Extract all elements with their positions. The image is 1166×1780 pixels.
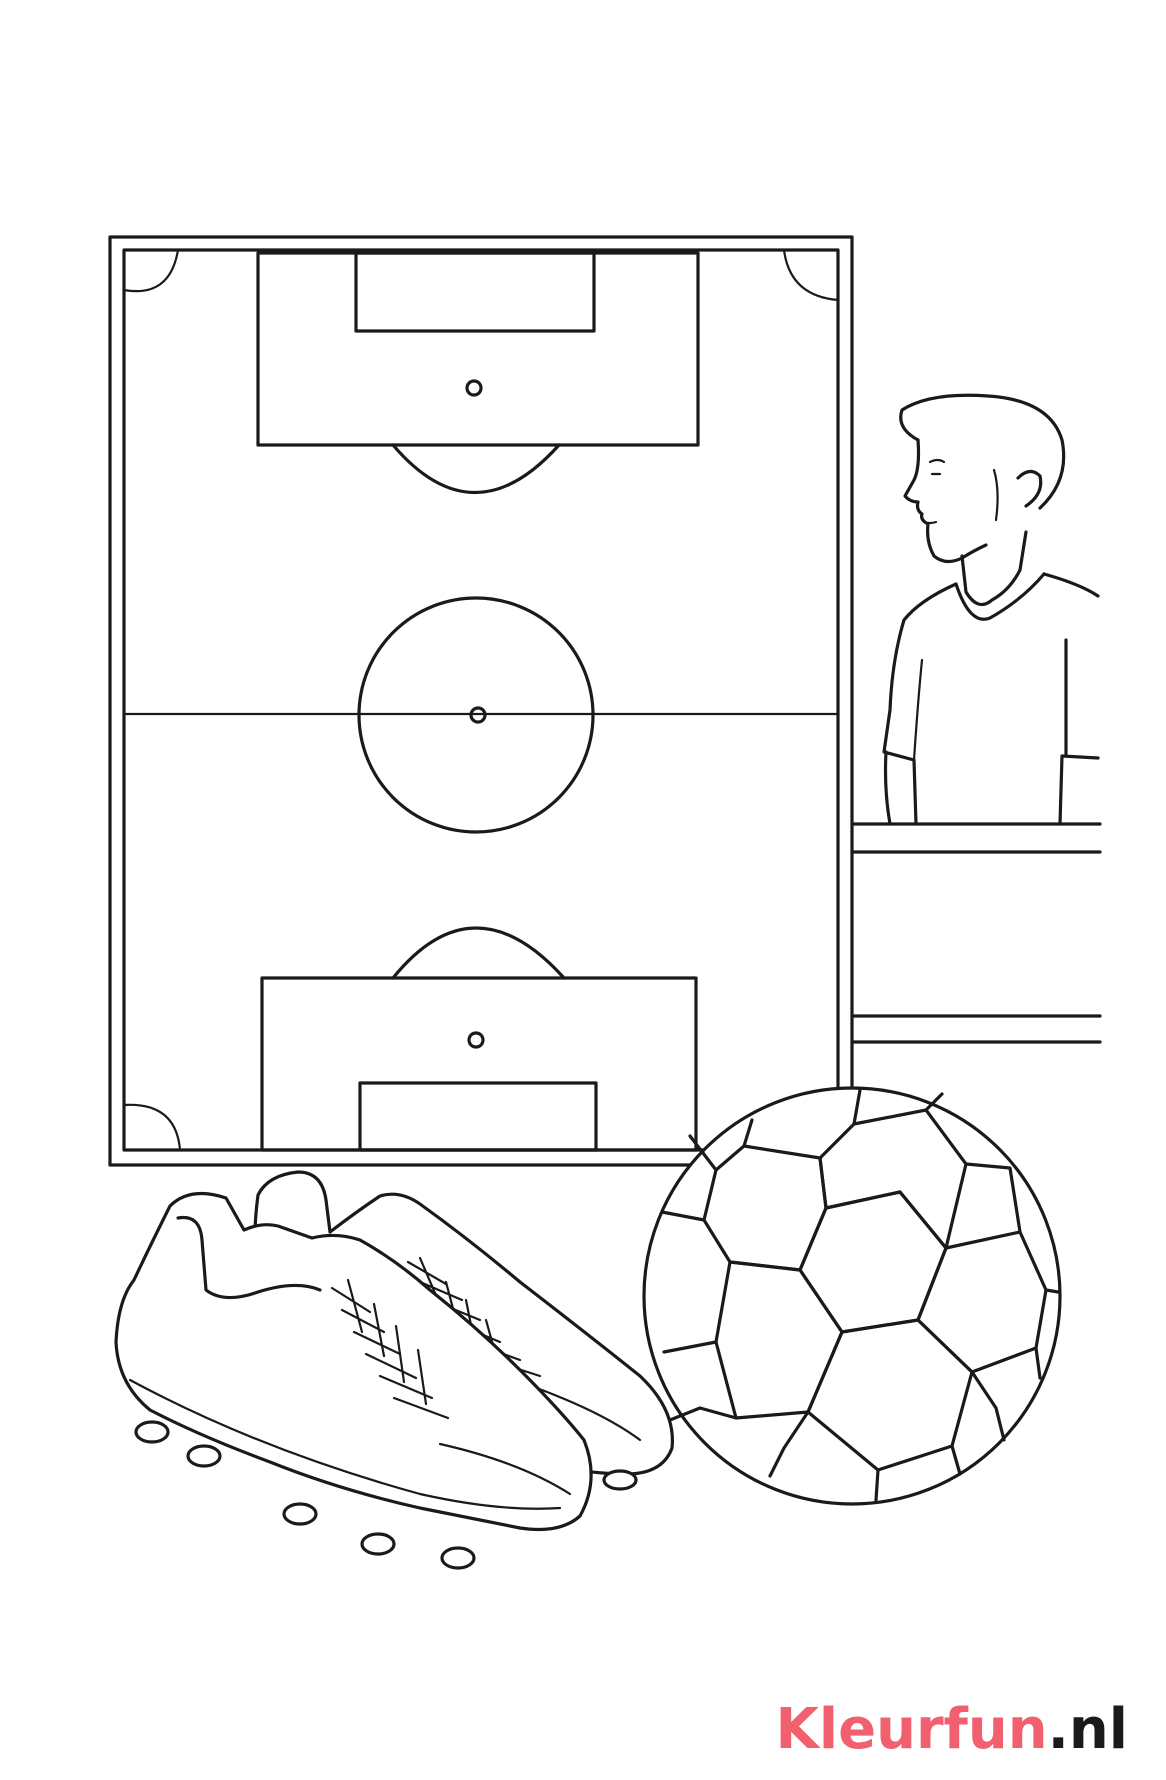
man-arm: [883, 750, 892, 826]
stadium-railing: [850, 822, 1102, 1044]
man-eyebrow: [928, 458, 946, 464]
bottom-penalty-spot: [467, 1031, 485, 1049]
football-pitch: [108, 235, 854, 1167]
pitch-outer-frame: [108, 235, 854, 1167]
kleurfun-logo: Kleurfun.nl: [776, 1702, 1129, 1758]
corner-arc-bottom-left: [122, 1103, 182, 1152]
boot-front-stud-5: [440, 1546, 476, 1570]
boot-front-stud-1: [134, 1420, 170, 1444]
boot-front: [114, 1191, 593, 1570]
man-face: [903, 438, 988, 564]
boot-front-swoosh: [176, 1215, 322, 1300]
bottom-penalty-area: [260, 976, 698, 1152]
soccer-ball: [642, 1086, 1062, 1506]
boot-front-stud-4: [360, 1532, 396, 1556]
man-hair: [899, 393, 1066, 510]
logo-tld-text: .nl: [1047, 1697, 1128, 1762]
center-circle: [357, 596, 595, 834]
man-neck: [960, 530, 1028, 607]
man-shirt-hem: [1058, 754, 1100, 826]
man-mouth: [922, 520, 938, 525]
top-penalty-area: [256, 251, 700, 447]
man-shirt-right: [1042, 572, 1100, 598]
bottom-penalty-arc: [391, 926, 566, 980]
logo-brand-text: Kleurfun: [775, 1697, 1048, 1762]
man-collar: [954, 572, 1046, 621]
corner-arc-top-left: [122, 248, 180, 293]
football-boots-pair: [114, 1170, 674, 1570]
boot-front-stud-2: [186, 1444, 222, 1468]
center-spot: [469, 706, 487, 724]
boot-front-laces: [330, 1278, 450, 1420]
man-shirt: [882, 582, 958, 826]
top-penalty-arc: [391, 443, 561, 494]
spectator-man: [882, 393, 1100, 826]
man-sleeve-fold: [912, 658, 924, 762]
boot-front-toe: [438, 1442, 572, 1496]
top-penalty-spot: [465, 379, 483, 397]
man-ear: [1016, 469, 1043, 508]
boot-front-sole: [128, 1378, 562, 1510]
man-cheek: [992, 468, 999, 522]
ball-outline: [642, 1086, 1062, 1506]
ball-seams: [660, 1088, 1060, 1502]
boot-front-stud-3: [282, 1502, 318, 1526]
boot-back-stud-2: [602, 1469, 638, 1491]
corner-arc-top-right: [782, 248, 840, 302]
bottom-goal-area: [358, 1081, 598, 1152]
top-goal-area: [354, 251, 596, 333]
boot-front-outline: [114, 1191, 593, 1532]
